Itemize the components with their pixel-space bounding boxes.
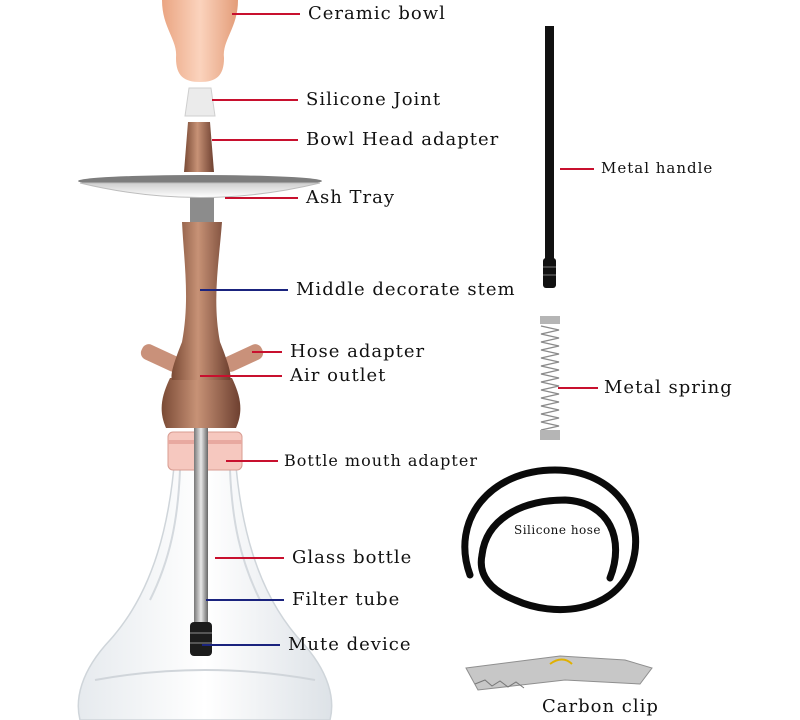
label-bowl-head-adapter: Bowl Head adapter <box>306 129 500 150</box>
label-filter-tube: Filter tube <box>292 589 401 610</box>
label-glass-bottle: Glass bottle <box>292 547 413 568</box>
ceramic-bowl-shape <box>162 0 238 82</box>
leader-lines <box>200 13 598 646</box>
label-metal-handle: Metal handle <box>601 159 714 177</box>
label-carbon-clip: Carbon clip <box>542 696 659 717</box>
label-silicone-joint: Silicone Joint <box>306 89 442 110</box>
label-middle-decorate-stem: Middle decorate stem <box>296 279 516 300</box>
bowl-head-adapter-shape <box>184 122 214 172</box>
stem-thread <box>190 196 214 222</box>
hookah-base-shape <box>161 378 241 428</box>
carbon-clip-shape <box>465 655 653 691</box>
ash-tray-shape <box>78 175 322 198</box>
label-metal-spring: Metal spring <box>604 377 733 398</box>
label-hose-adapter: Hose adapter <box>290 341 426 362</box>
label-bottle-mouth-adapter: Bottle mouth adapter <box>284 451 478 470</box>
label-ceramic-bowl: Ceramic bowl <box>308 3 446 24</box>
label-ash-tray: Ash Tray <box>306 187 396 208</box>
metal-spring-shape <box>540 316 560 440</box>
label-mute-device: Mute device <box>288 634 412 655</box>
metal-handle-shape <box>543 26 556 288</box>
filter-tube-shape <box>194 410 208 625</box>
mute-device-shape <box>190 622 212 656</box>
label-air-outlet: Air outlet <box>290 365 387 386</box>
silicone-hose-shape <box>461 466 640 613</box>
label-silicone-hose: Silicone hose <box>514 523 602 537</box>
middle-stem-shape <box>171 222 231 380</box>
silicone-joint-shape <box>184 87 216 117</box>
